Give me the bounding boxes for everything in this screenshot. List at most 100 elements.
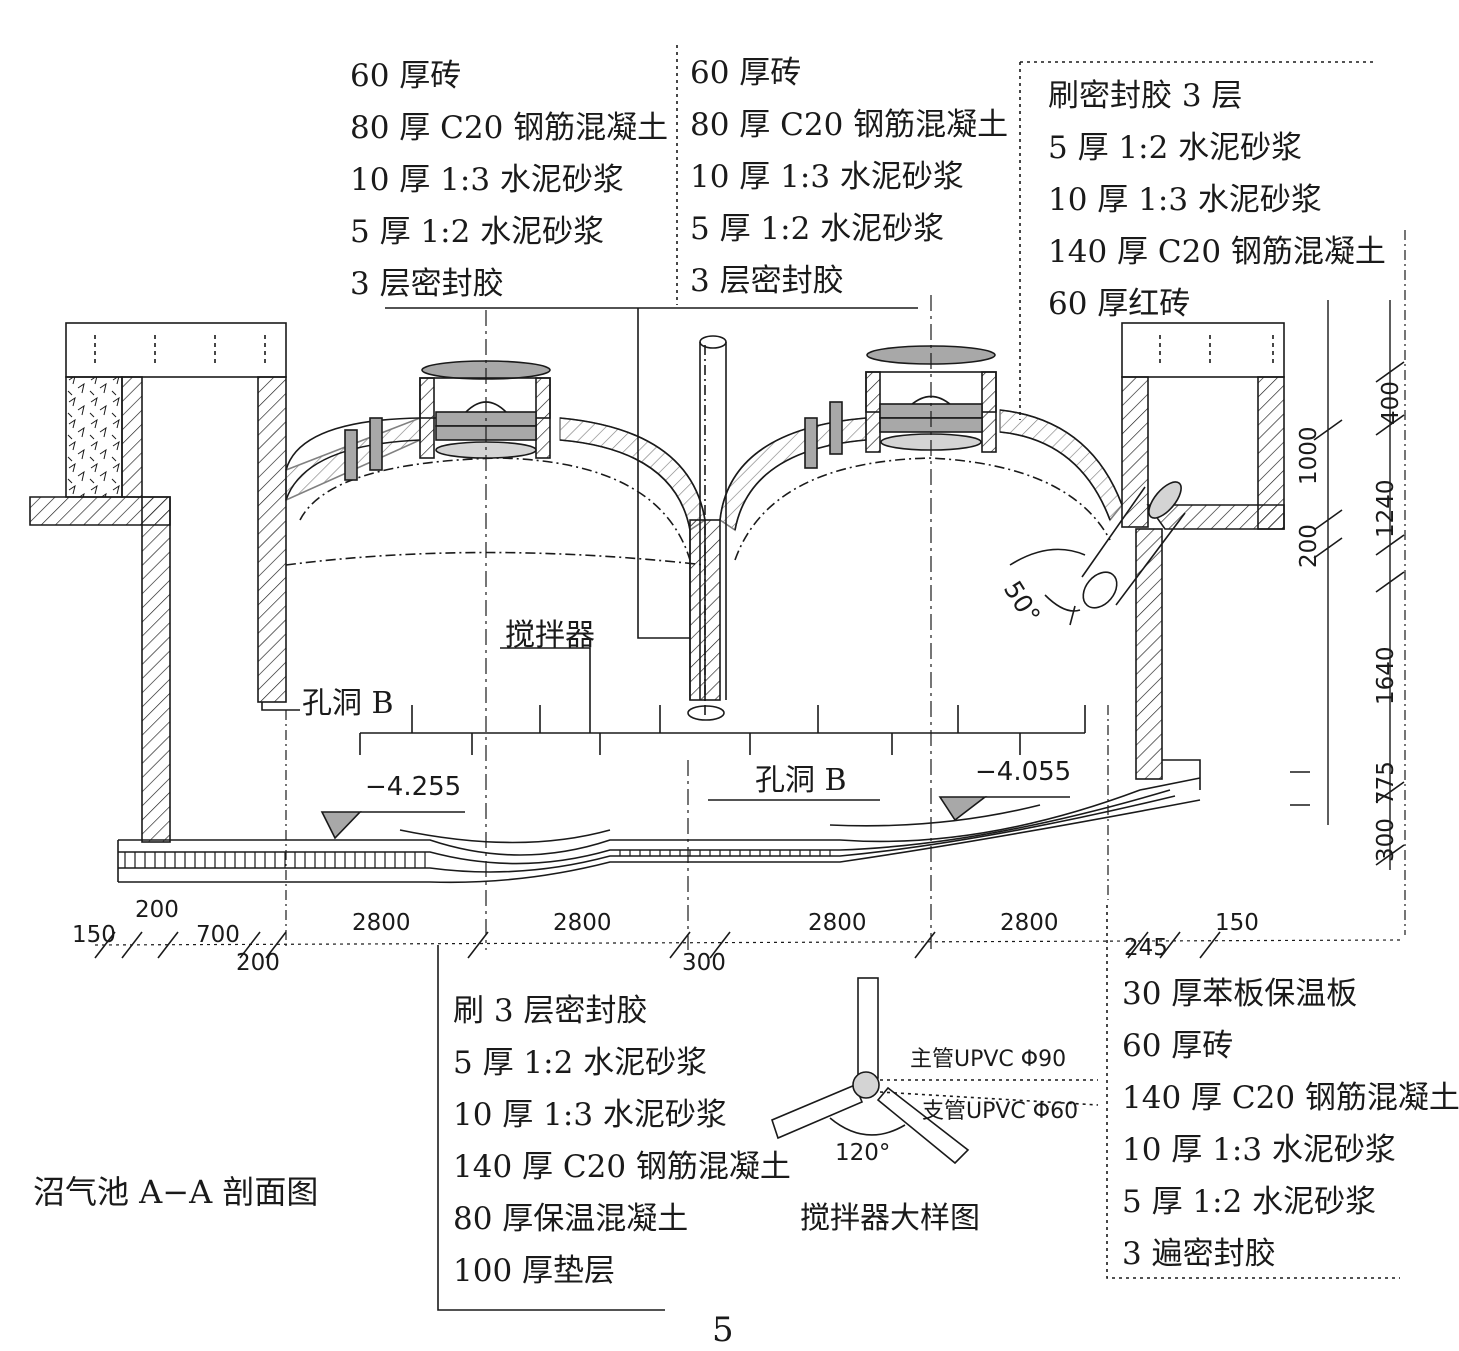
- tick-mark: [1375, 844, 1405, 866]
- note-line: 30 厚苯板保温板: [1122, 976, 1358, 1012]
- note-leader-bottom-right: [1106, 905, 1400, 1279]
- flange-left-1: [344, 429, 358, 481]
- note-line: 5 厚 1:2 水泥砂浆: [350, 214, 605, 250]
- note-line: 80 厚 C20 钢筋混凝土: [690, 107, 1009, 143]
- inlet-wall-right: [257, 376, 287, 703]
- level-left-label: −4.255: [365, 772, 461, 802]
- note-line: 140 厚 C20 钢筋混凝土: [453, 1149, 791, 1185]
- note-bottom-right: 30 厚苯板保温板 60 厚砖 140 厚 C20 钢筋混凝土 10 厚 1:3…: [1122, 968, 1459, 1280]
- note-line: 5 厚 1:2 水泥砂浆: [690, 211, 945, 247]
- note-line: 10 厚 1:3 水泥砂浆: [1048, 182, 1322, 218]
- note-line: 140 厚 C20 钢筋混凝土: [1122, 1080, 1459, 1116]
- dim-775: 775: [1373, 761, 1399, 805]
- note-line: 60 厚红砖: [1048, 286, 1191, 322]
- note-line: 3 遍密封胶: [1122, 1236, 1276, 1272]
- dim-1000: 1000: [1296, 426, 1322, 485]
- dim-2800-4: 2800: [1000, 910, 1059, 936]
- note-top-right: 刷密封胶 3 层 5 厚 1:2 水泥砂浆 10 厚 1:3 水泥砂浆 140 …: [1048, 70, 1386, 330]
- note-line: 10 厚 1:3 水泥砂浆: [690, 159, 964, 195]
- dim-200-top: 200: [135, 897, 179, 923]
- outlet-cap: [1121, 322, 1285, 378]
- floor-slab: [117, 777, 1201, 884]
- level-marker-right: [938, 796, 988, 822]
- dimension-labels-right: 400 1000 1240 200 1640 775 300: [1296, 381, 1404, 862]
- dim-150-right: 150: [1215, 910, 1259, 936]
- dim-2800-1: 2800: [352, 910, 411, 936]
- dim-200-bottom: 200: [236, 950, 280, 976]
- tick-mark: [1199, 931, 1221, 959]
- note-line: 80 厚 C20 钢筋混凝土: [350, 110, 669, 146]
- stirrer-detail: [771, 977, 1099, 1165]
- level-marker-left: [320, 811, 362, 840]
- tick-mark: [265, 931, 287, 959]
- note-line: 10 厚 1:3 水泥砂浆: [453, 1097, 727, 1133]
- tick-mark: [669, 931, 691, 959]
- manhole-left: [419, 360, 551, 459]
- stirrer-label: 搅拌器: [505, 618, 595, 653]
- tick-mark: [94, 931, 116, 959]
- dimension-labels-bottom: 150 200 700 200 2800 2800 300 2800 2800 …: [72, 897, 1259, 976]
- outlet-wall-left: [1121, 376, 1149, 528]
- outlet-pipe: [1081, 481, 1186, 609]
- flange-right-1: [804, 417, 818, 469]
- note-line: 10 厚 1:3 水泥砂浆: [350, 162, 624, 198]
- detail-title: 搅拌器大样图: [800, 1201, 980, 1236]
- tick-mark: [1375, 414, 1405, 436]
- dim-300-right: 300: [1373, 818, 1399, 862]
- tick-mark: [1375, 571, 1405, 593]
- angle-120-label: 120°: [835, 1140, 890, 1166]
- tick-mark: [1127, 931, 1149, 959]
- dome-left-shell: [285, 417, 421, 471]
- angle-50-label: 50°: [998, 576, 1046, 629]
- note-line: 140 厚 C20 钢筋混凝土: [1048, 234, 1386, 270]
- main-pipe-label: 主管UPVC Φ90: [910, 1047, 1066, 1072]
- level-right-label: −4.055: [975, 757, 1071, 787]
- inlet-cap: [65, 322, 287, 378]
- tick-mark: [1313, 537, 1343, 559]
- dim-2800-2: 2800: [553, 910, 612, 936]
- note-line: 3 层密封胶: [690, 263, 844, 299]
- note-top-left: 60 厚砖 80 厚 C20 钢筋混凝土 10 厚 1:3 水泥砂浆 5 厚 1…: [350, 50, 668, 310]
- note-line: 60 厚砖: [690, 55, 802, 91]
- tick-mark: [1375, 781, 1405, 803]
- dim-200-right: 200: [1296, 524, 1322, 568]
- note-line: 刷密封胶 3 层: [1048, 78, 1243, 114]
- note-top-middle: 60 厚砖 80 厚 C20 钢筋混凝土 10 厚 1:3 水泥砂浆 5 厚 1…: [690, 47, 1008, 307]
- tick-mark: [467, 931, 489, 959]
- tick-mark: [1159, 931, 1181, 959]
- note-line: 5 厚 1:2 水泥砂浆: [453, 1045, 708, 1081]
- dim-300: 300: [682, 950, 726, 976]
- inlet-wall-left: [141, 496, 171, 843]
- note-bottom-middle: 刷 3 层密封胶 5 厚 1:2 水泥砂浆 10 厚 1:3 水泥砂浆 140 …: [453, 985, 791, 1297]
- note-line: 80 厚保温混凝土: [453, 1201, 689, 1237]
- dim-400: 400: [1378, 381, 1404, 425]
- dim-2800-3: 2800: [808, 910, 867, 936]
- tick-mark: [1375, 361, 1405, 383]
- note-line: 60 厚砖: [350, 58, 462, 94]
- tick-mark: [1313, 509, 1343, 531]
- section-title: 沼气池 A−A 剖面图: [33, 1173, 319, 1211]
- tick-mark: [157, 931, 179, 959]
- note-line: 刷 3 层密封胶: [453, 993, 648, 1029]
- stirrer-pipe: [359, 705, 1086, 755]
- note-line: 60 厚砖: [1122, 1028, 1234, 1064]
- tick-mark: [1375, 534, 1405, 556]
- note-line: 3 层密封胶: [350, 266, 504, 302]
- dim-1640: 1640: [1373, 646, 1399, 705]
- note-line: 5 厚 1:2 水泥砂浆: [1048, 130, 1303, 166]
- tick-mark: [914, 931, 936, 959]
- page-number: 5: [712, 1310, 734, 1350]
- inlet-insulation: [65, 376, 123, 498]
- branch-pipe-label: 支管UPVC Φ60: [922, 1099, 1078, 1124]
- note-leader-bottom: [437, 945, 665, 1311]
- outlet-shaft-wall: [1135, 528, 1163, 780]
- dim-700: 700: [196, 922, 240, 948]
- tick-mark: [121, 931, 143, 959]
- tick-mark: [1313, 419, 1343, 441]
- tick-mark: [709, 931, 731, 959]
- dim-150-left: 150: [72, 922, 116, 948]
- note-line: 100 厚垫层: [453, 1253, 616, 1289]
- tick-mark: [239, 931, 261, 959]
